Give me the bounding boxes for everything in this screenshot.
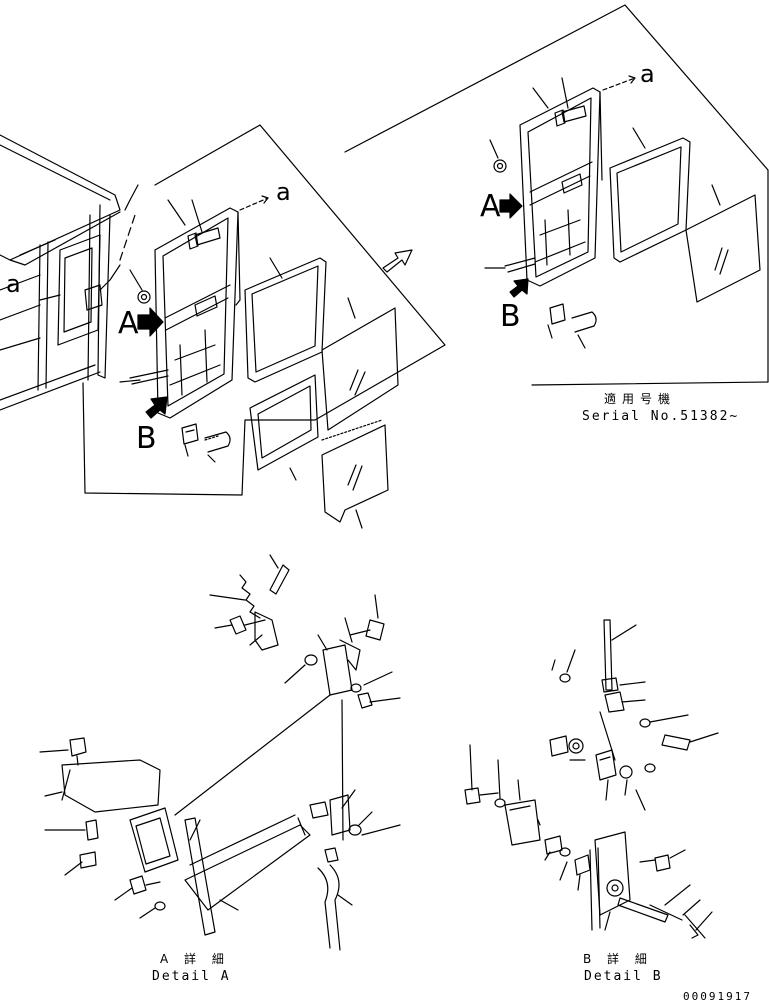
variant-applicable-label: 適用号機 (604, 392, 677, 406)
label-a-variant: a (640, 60, 655, 88)
rods-variant (504, 257, 536, 273)
figure-number: 00091917 (683, 990, 752, 1003)
rods-main (129, 369, 169, 385)
label-A-main: A (118, 306, 139, 341)
variant-boundary (344, 4, 769, 386)
label-B-main: B (136, 421, 157, 456)
label-a-cab: a (6, 270, 21, 298)
detail-a-assembly (61, 564, 385, 951)
arrow-b-variant (509, 278, 529, 298)
detail-b-leaders (469, 624, 719, 931)
arrow-to-variant (382, 249, 413, 273)
arrow-to-a-variant (602, 75, 636, 91)
detail-b-title-en: Detail B (584, 969, 663, 984)
glass-variant (685, 194, 761, 303)
door-bolt-variant (554, 105, 587, 127)
glass-seal-lower (249, 374, 319, 471)
detail-a-title-jp: A 詳 細 (160, 952, 230, 966)
leader-lines-variant (484, 77, 721, 349)
glass-lower (321, 424, 389, 523)
arrow-b-main (145, 396, 168, 419)
label-a-main: a (276, 178, 291, 206)
detail-b-title-jp: B 詳 細 (583, 952, 653, 966)
j-bolt-main (204, 431, 231, 453)
detail-b-assembly (464, 619, 706, 939)
nut-variant (493, 159, 507, 173)
cab-frame (0, 134, 139, 411)
door-bolt-main (187, 227, 221, 250)
label-B-variant: B (500, 299, 521, 334)
door-frame-variant (519, 87, 603, 287)
arrow-to-a-main (239, 195, 269, 211)
nut-main (137, 290, 151, 304)
arrow-a-main (137, 307, 164, 337)
door-frame-main (154, 207, 241, 419)
detail-a-leaders (39, 554, 401, 919)
glass-seal-upper (244, 257, 327, 383)
handle-variant (549, 303, 566, 325)
glass-upper (321, 307, 399, 431)
leader-lines-main (119, 199, 363, 529)
glass-seal-variant (609, 137, 691, 263)
j-bolt-variant (571, 311, 597, 333)
handle-main (181, 423, 199, 445)
arrow-a-variant (499, 193, 523, 219)
detail-a-title-en: Detail A (152, 969, 231, 984)
main-exploded-boundary (82, 124, 446, 496)
variant-serial-label: Serial No.51382~ (582, 409, 740, 424)
glass-strip (321, 419, 383, 441)
label-A-variant: A (480, 189, 501, 224)
